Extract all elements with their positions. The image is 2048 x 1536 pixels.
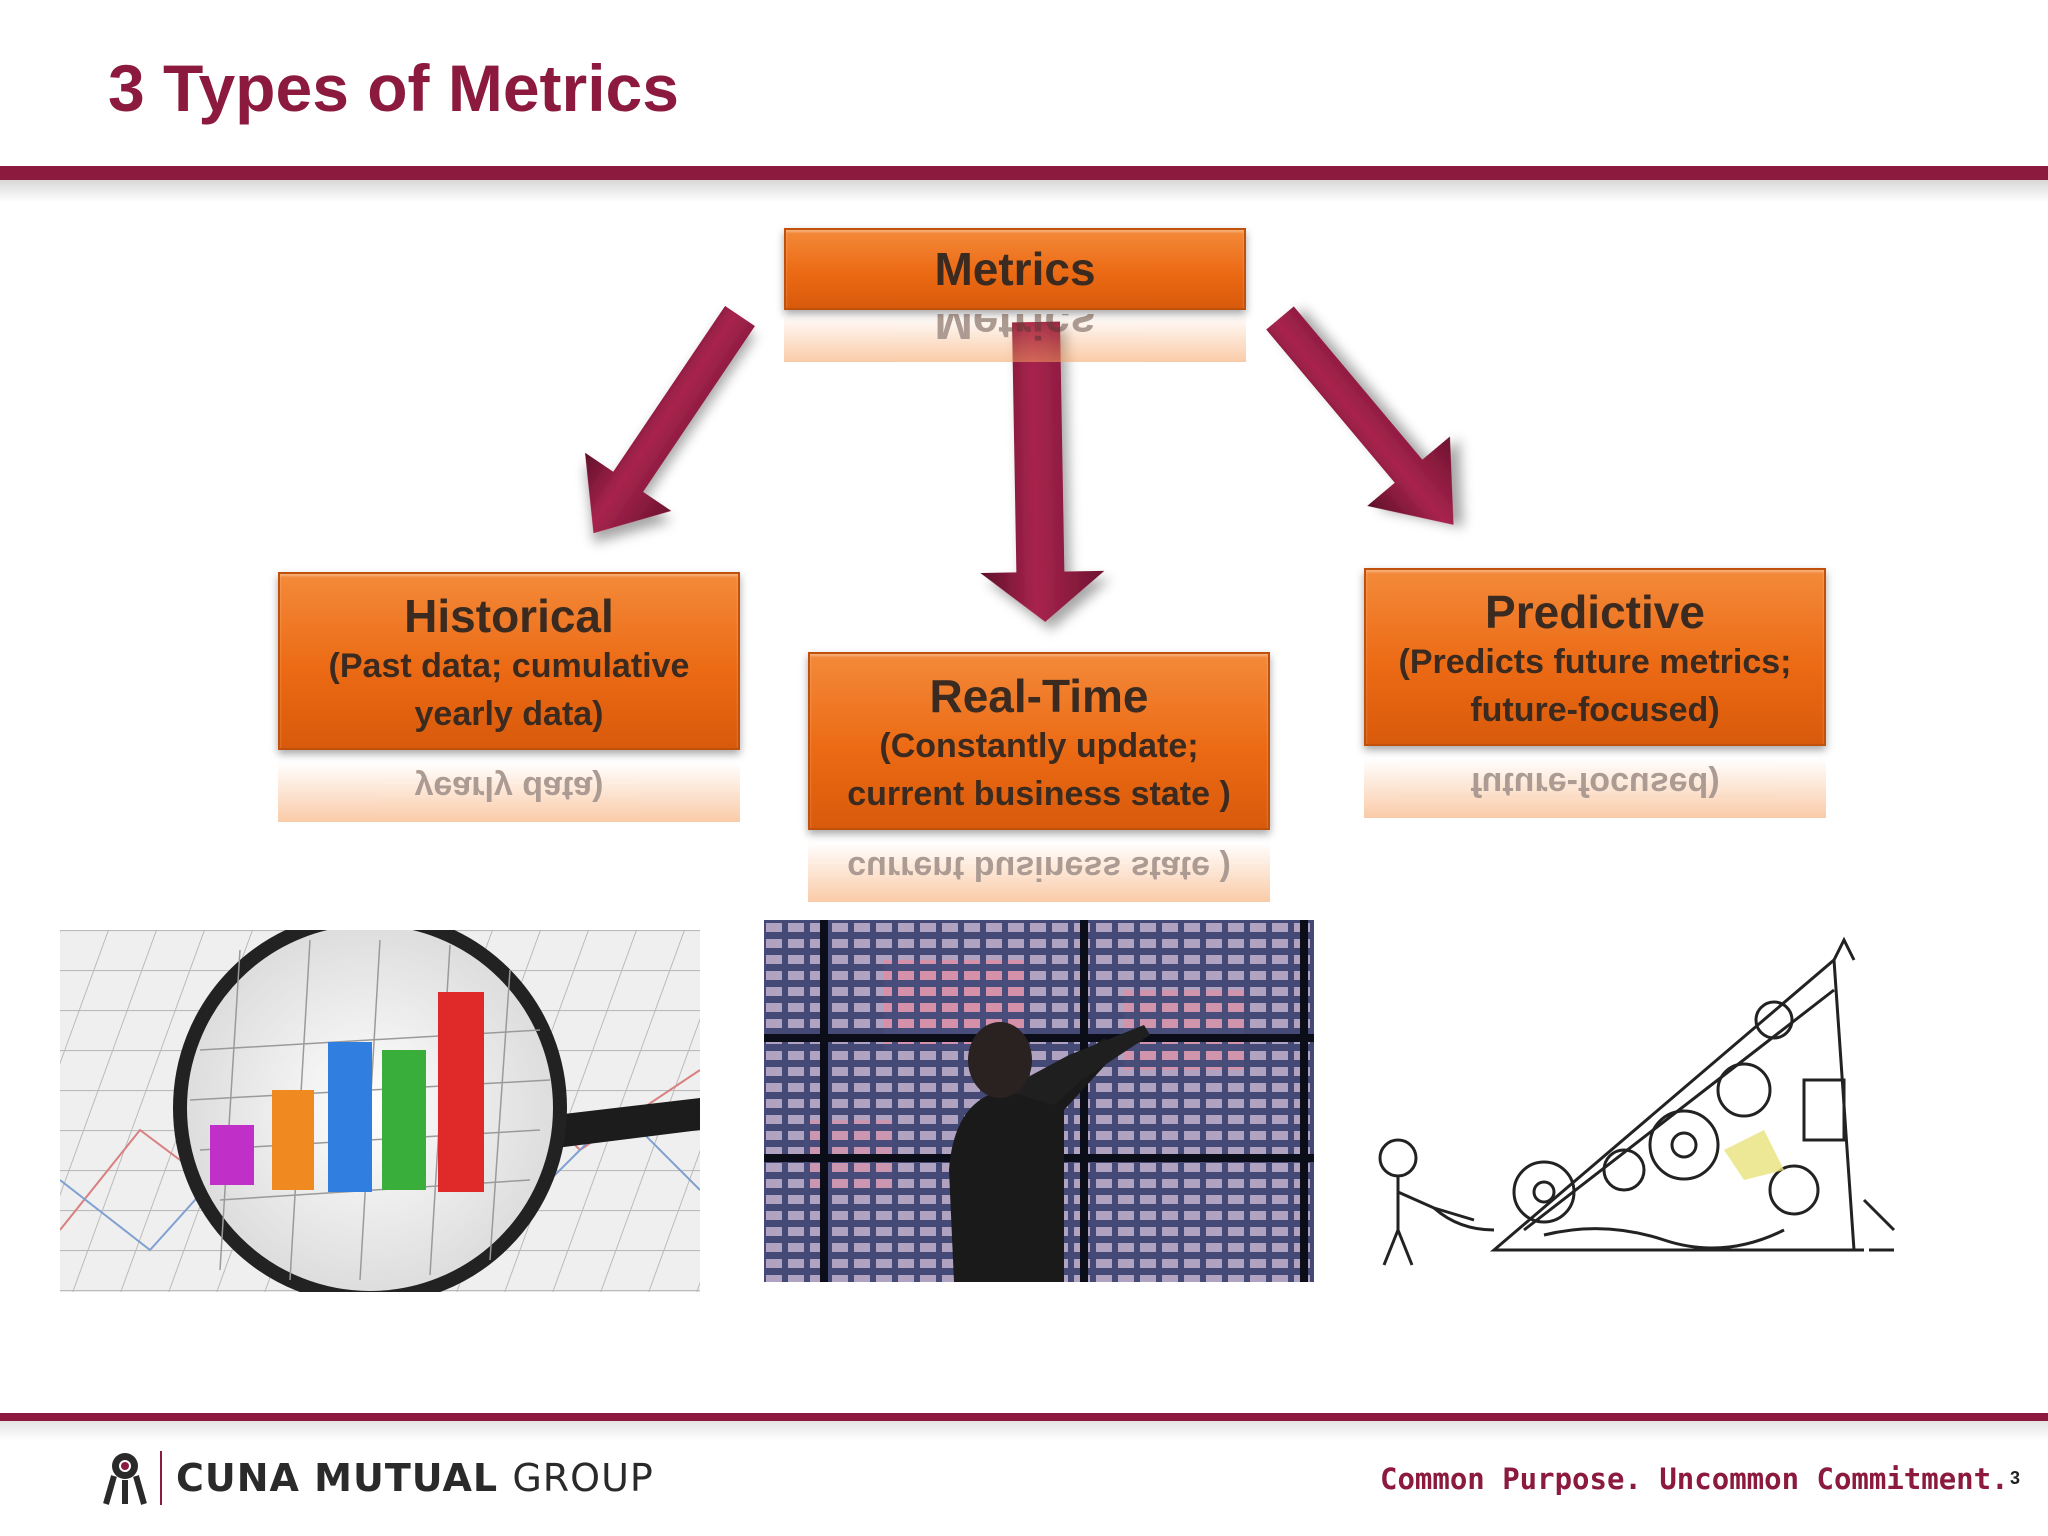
realtime-data-wall-image [764,920,1314,1282]
predictive-title: Predictive [1485,586,1705,638]
metrics-root-label: Metrics [934,243,1096,295]
historical-title: Historical [404,590,614,642]
cuna-emblem-icon [103,1453,147,1505]
realtime-reflection: current business state ) [808,842,1270,902]
realtime-desc-line1: (Constantly update; [879,727,1199,765]
footer-divider [0,1413,2048,1421]
predictive-box: Predictive (Predicts future metrics; fut… [1364,568,1826,746]
title-divider-shadow [0,180,2048,202]
realtime-box: Real-Time (Constantly update; current bu… [808,652,1270,830]
slide-title: 3 Types of Metrics [108,51,679,125]
historical-magnifier-image [60,930,700,1292]
historical-desc-line1: (Past data; cumulative [328,647,690,685]
predictive-desc-line1: (Predicts future metrics; [1398,643,1792,681]
realtime-title: Real-Time [929,670,1149,722]
logo-separator [160,1451,162,1505]
company-logo: CUNA MUTUAL GROUP [100,1448,654,1508]
arrow-to-historical [585,305,755,534]
arrow-to-predictive [1266,306,1454,525]
predictive-desc-line2: future-focused) [1470,691,1720,729]
realtime-desc-line2: current business state ) [847,775,1231,813]
predictive-reflection: future-focused) [1364,758,1826,818]
title-divider [0,166,2048,180]
company-tagline: Common Purpose. Uncommon Commitment. [1380,1462,2009,1496]
arrow-to-realtime [980,321,1105,622]
company-name: CUNA MUTUAL GROUP [176,1456,654,1500]
footer-band [0,1421,2048,1441]
historical-box: Historical (Past data; cumulative yearly… [278,572,740,750]
historical-desc-line2: yearly data) [414,695,604,733]
page-number: 3 [2010,1468,2021,1488]
metrics-root-reflection: Metrics [784,314,1246,362]
historical-reflection: yearly data) [278,762,740,822]
predictive-machine-sketch-image [1364,930,1904,1280]
metrics-root-box: Metrics [784,228,1246,310]
